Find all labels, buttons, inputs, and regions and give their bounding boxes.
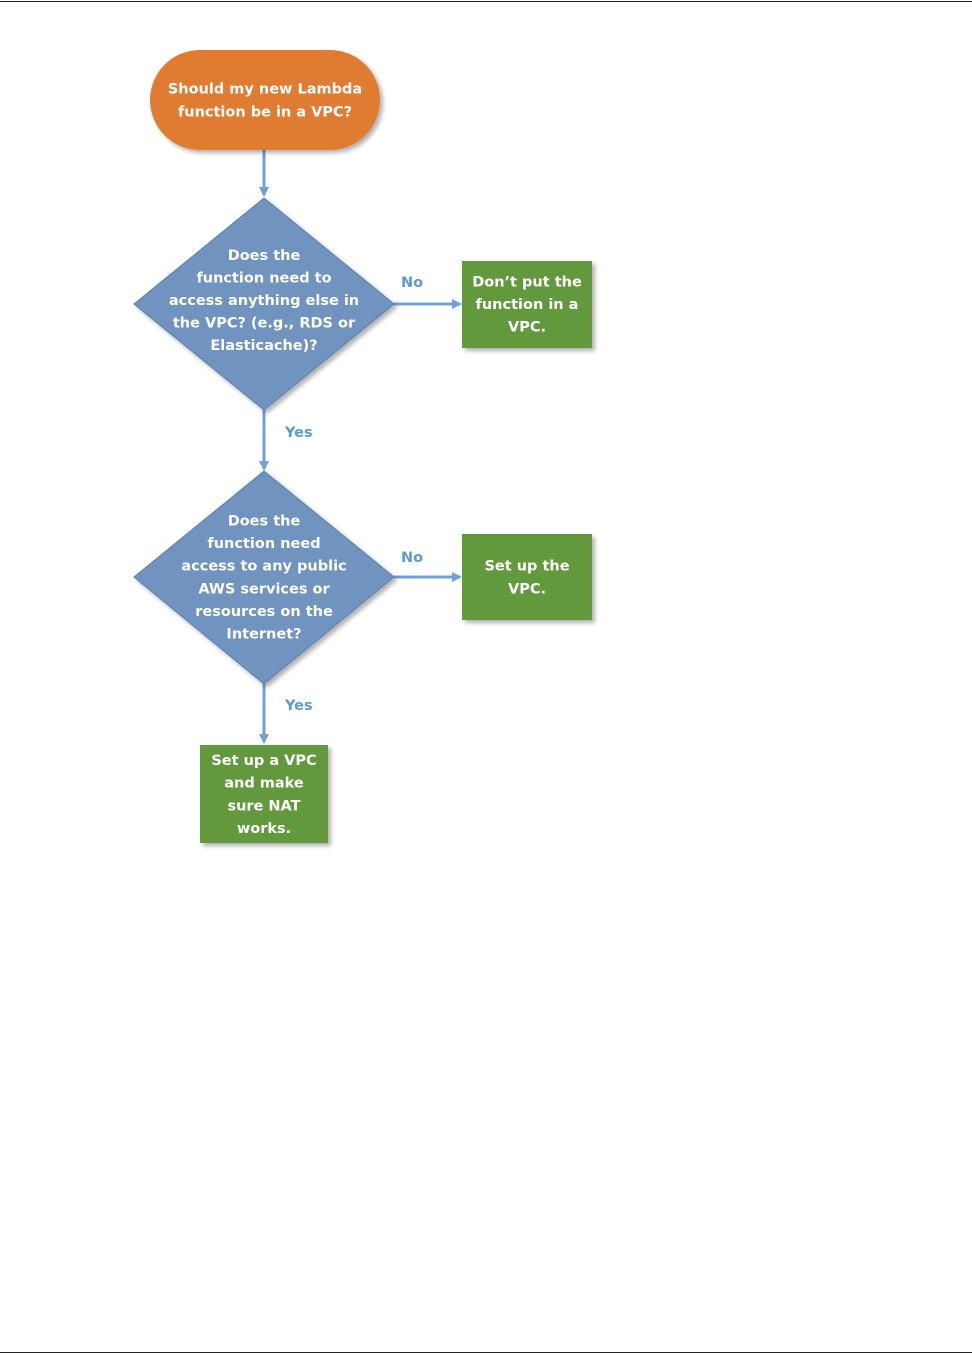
node-text-line: access anything else in xyxy=(169,293,359,309)
node-text-line: resources on the xyxy=(195,604,333,620)
node-text-line: Don’t put the xyxy=(472,274,582,290)
edge-label-decision2-no: No xyxy=(401,550,423,566)
node-text-line: VPC. xyxy=(508,581,546,597)
outcome-node-no-vpc: Don’t put the function in a VPC. xyxy=(462,261,592,348)
node-text-line: function be in a VPC? xyxy=(178,104,352,120)
start-node-text: Should my new Lambda function be in a VPC… xyxy=(168,82,362,121)
decision-node-vpc-access-text: Does the function need to access anything … xyxy=(169,248,359,354)
decision-node-vpc-access: Does the function need to access anything … xyxy=(133,197,395,411)
node-text-line: and make xyxy=(224,776,304,792)
outcome-node-setup-vpc-nat: Set up a VPC and make sure NAT works. xyxy=(200,745,328,843)
node-text-line: function need to xyxy=(196,270,331,286)
node-text-line: Elasticache)? xyxy=(210,338,317,354)
node-text-line: Does the xyxy=(228,514,301,530)
node-text-line: Does the xyxy=(228,248,301,264)
outcome-node-setup-vpc-nat-text: Set up a VPC and make sure NAT works. xyxy=(211,753,316,837)
edge-label-decision1-no: No xyxy=(401,275,423,291)
edge-label-decision1-yes: Yes xyxy=(284,425,313,441)
connectors xyxy=(259,150,462,744)
outcome-node-no-vpc-text: Don’t put the function in a VPC. xyxy=(472,274,582,335)
node-text-line: AWS services or xyxy=(198,581,330,597)
node-text-line: sure NAT xyxy=(227,798,300,814)
page-bottom-rule xyxy=(0,1352,972,1353)
node-text-line: Set up the xyxy=(484,559,569,575)
node-text-line: works. xyxy=(237,821,291,837)
node-text-line: function in a xyxy=(476,297,579,313)
edge-label-decision2-yes: Yes xyxy=(284,698,313,714)
node-text-line: Should my new Lambda xyxy=(168,82,362,98)
page-top-rule xyxy=(0,1,972,2)
node-text-line: the VPC? (e.g., RDS or xyxy=(173,316,356,332)
node-text-line: Set up a VPC xyxy=(211,753,316,769)
node-text-line: Internet? xyxy=(226,627,301,643)
node-text-line: VPC. xyxy=(508,320,546,336)
node-text-line: function need xyxy=(207,536,320,552)
start-node: Should my new Lambda function be in a VPC… xyxy=(150,50,380,150)
node-text-line: access to any public xyxy=(181,559,346,575)
decision-node-internet-access: Does the function need access to any publi… xyxy=(133,470,395,685)
decision-node-internet-access-text: Does the function need access to any publi… xyxy=(181,514,346,643)
